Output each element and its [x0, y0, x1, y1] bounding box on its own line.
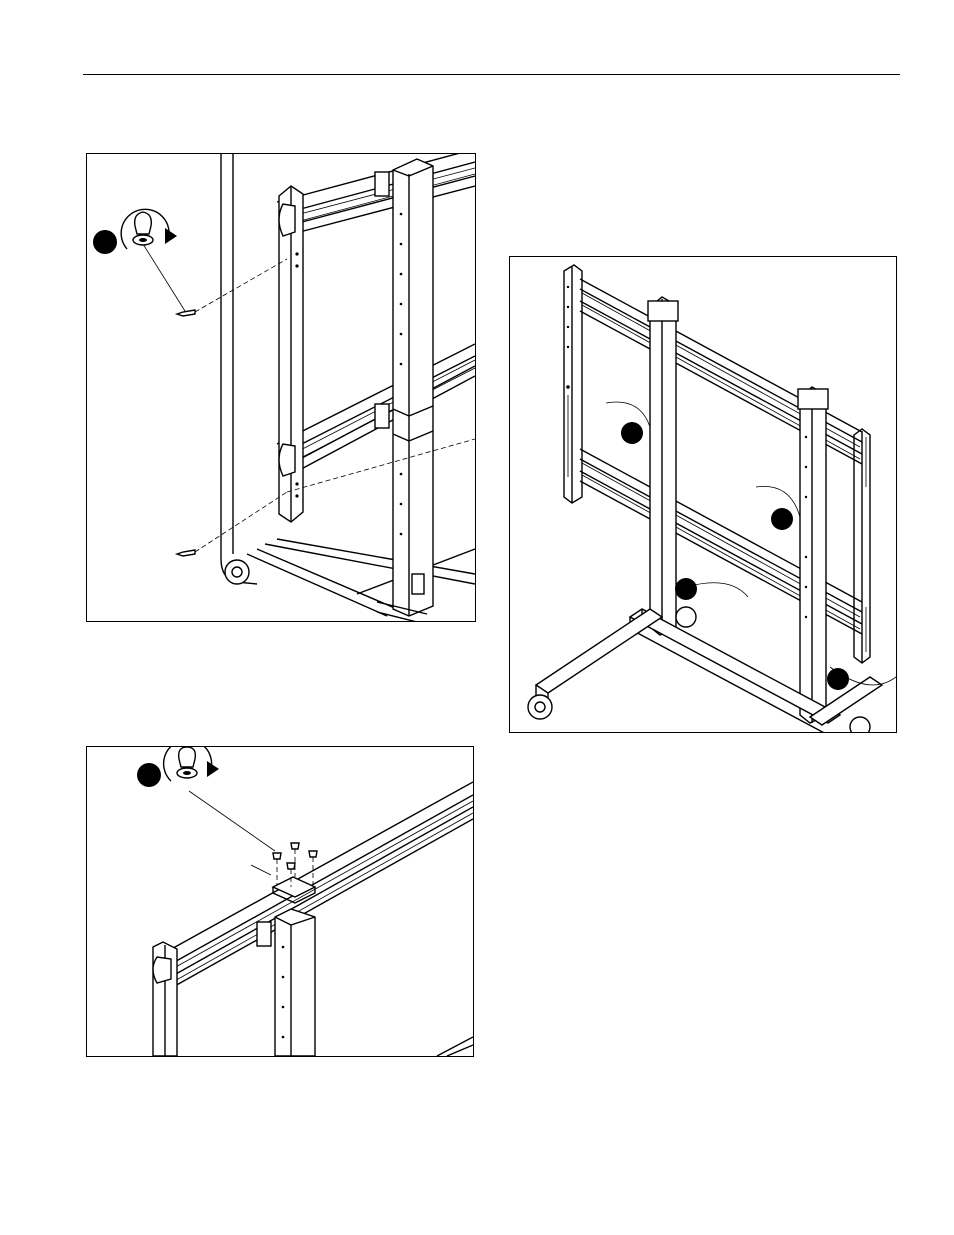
callout-marker	[827, 668, 849, 690]
callout-marker	[771, 508, 793, 530]
assembly-figure-top-cap-screws	[86, 746, 474, 1057]
tighten-clockwise-icon	[164, 747, 219, 781]
callout-marker	[621, 422, 643, 444]
callout-marker	[675, 578, 697, 600]
assembly-figure-bolt-upper-brackets	[86, 153, 476, 622]
callout-marker	[93, 230, 117, 254]
header-rule	[83, 74, 900, 75]
caster-wheel	[850, 717, 870, 732]
assembly-drawing	[510, 257, 896, 732]
caster-wheel	[676, 607, 696, 627]
callout-marker	[137, 763, 161, 787]
top-cap-plate	[273, 877, 315, 897]
assembly-drawing	[87, 747, 473, 1056]
bolt-upper	[177, 310, 195, 316]
assembly-figure-full-stand	[509, 256, 897, 733]
assembly-drawing	[87, 154, 475, 621]
bolt-lower	[177, 550, 195, 556]
tighten-clockwise-icon	[121, 209, 177, 249]
